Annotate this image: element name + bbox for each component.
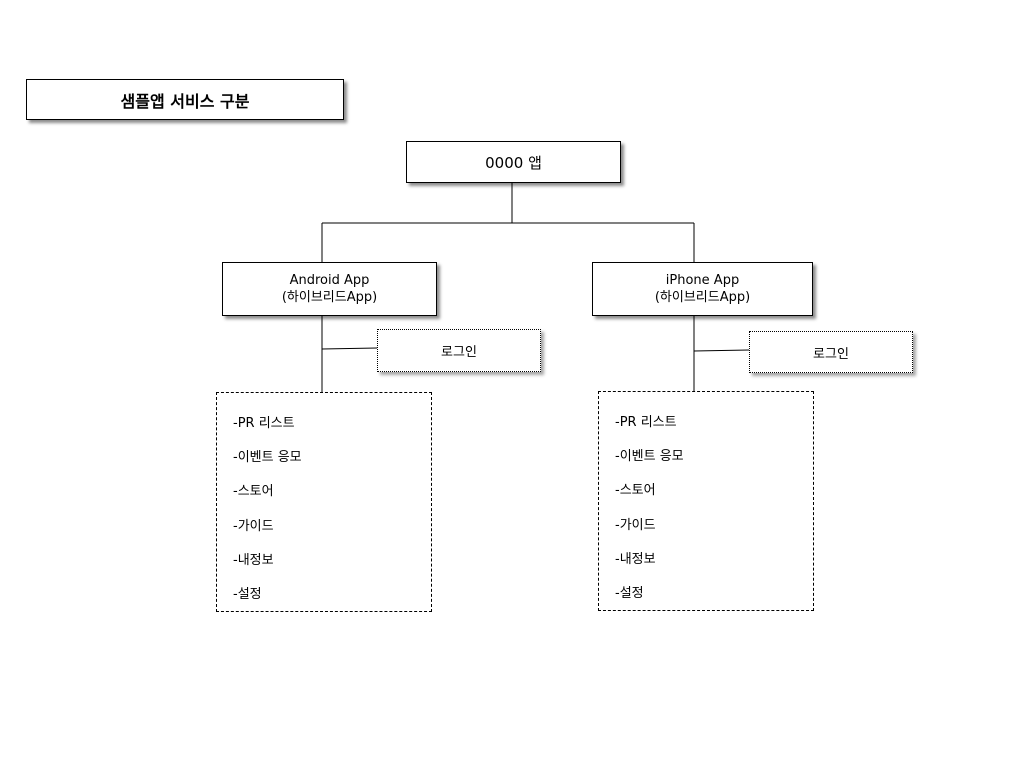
android-app-box: Android App (하이브리드App)	[222, 262, 437, 316]
iphone-menu-item: -PR 리스트	[615, 415, 677, 430]
android-menu-box: -PR 리스트 -이벤트 응모 -스토어 -가이드 -내정보 -설정	[216, 392, 432, 612]
root-app-label: 0000 앱	[485, 153, 542, 172]
android-menu-item: -가이드	[233, 518, 274, 534]
iphone-app-label: iPhone App	[665, 273, 740, 288]
diagram-title: 샘플앱 서비스 구분	[120, 91, 250, 111]
iphone-login-branch-line	[693, 349, 750, 352]
iphone-menu-item: -가이드	[615, 517, 656, 533]
android-login-label: 로그인	[441, 345, 477, 360]
android-app-label: Android App	[289, 273, 370, 288]
iphone-app-box: iPhone App (하이브리드App)	[592, 262, 813, 316]
diagram-title-box: 샘플앱 서비스 구분	[26, 79, 344, 120]
iphone-login-label: 로그인	[813, 346, 849, 362]
android-login-branch-line	[321, 347, 378, 350]
iphone-menu-item: -이벤트 응모	[615, 449, 684, 465]
iphone-app-sublabel: (하이브리드App)	[654, 290, 751, 305]
root-app-box: 0000 앱	[406, 141, 621, 183]
android-menu-item: -PR 리스트	[233, 416, 295, 431]
iphone-menu-item: -내정보	[615, 551, 656, 567]
iphone-menu-item: -설정	[615, 585, 644, 601]
android-menu-item: -설정	[233, 586, 262, 602]
android-login-box: 로그인	[377, 329, 541, 372]
android-menu-item: -내정보	[233, 552, 274, 568]
iphone-login-box: 로그인	[749, 331, 913, 373]
android-menu-item: -이벤트 응모	[233, 450, 302, 466]
android-app-sublabel: (하이브리드App)	[281, 290, 378, 305]
iphone-menu-item: -스토어	[615, 483, 656, 499]
iphone-menu-box: -PR 리스트 -이벤트 응모 -스토어 -가이드 -내정보 -설정	[598, 391, 814, 611]
android-menu-item: -스토어	[233, 484, 274, 500]
